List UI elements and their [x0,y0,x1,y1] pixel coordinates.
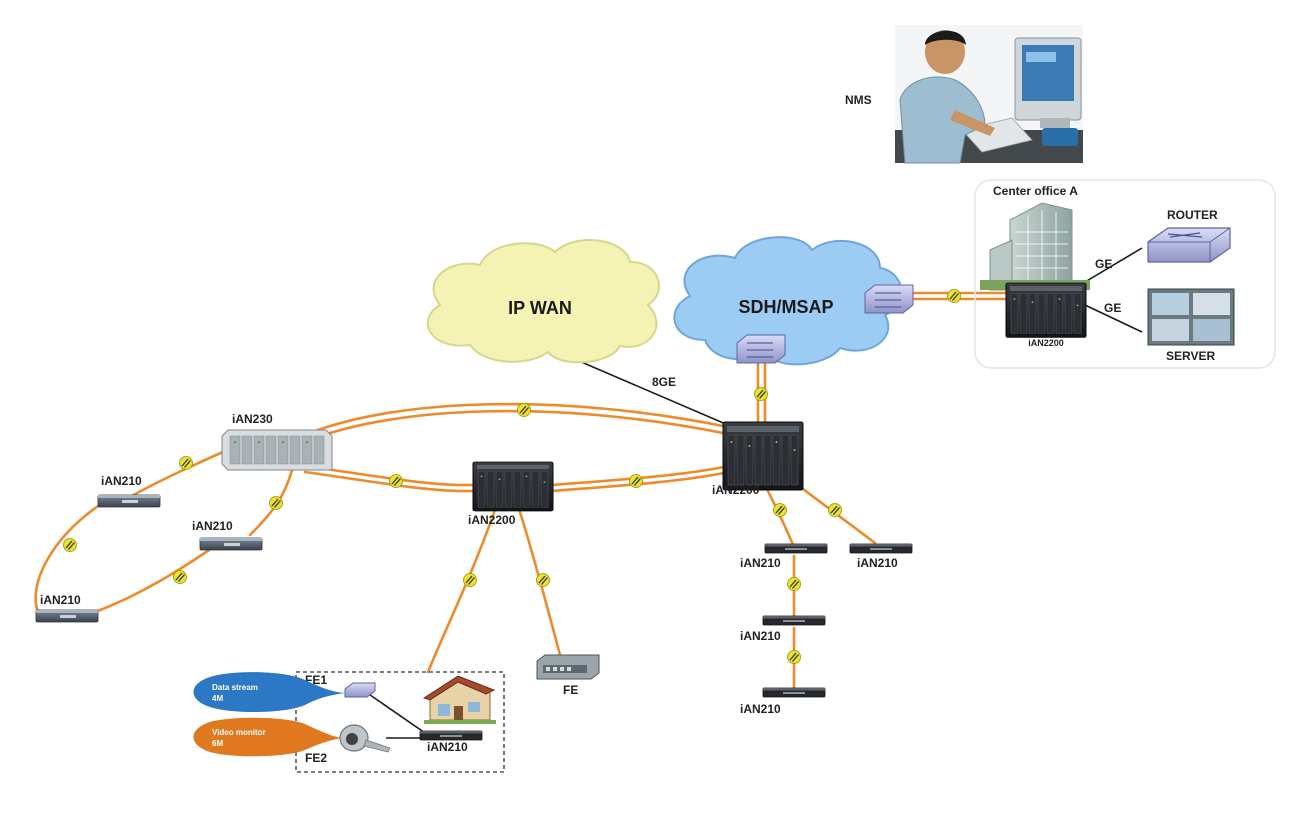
ian210-chain-2-device [762,615,826,626]
office-ge-server-label: GE [1104,301,1121,315]
ian2200-main-label: iAN2200 [712,483,760,497]
house-icon [422,675,496,724]
data-stream-rate: 4M [212,694,223,703]
copper-links [359,247,1143,736]
ian210-left-mid-device [199,537,263,551]
ian210-left-bottom-device [35,609,99,623]
fe2-label: FE2 [305,751,327,765]
router-label: ROUTER [1167,208,1218,222]
office-ian2200-chassis [1005,282,1087,338]
fe-device [536,654,600,680]
ian230-label: iAN230 [232,412,273,426]
msap-switch-right [864,284,914,314]
nms-operator-illustration [895,25,1083,164]
ip-wan-label: IP WAN [508,298,572,318]
wan-uplink-label: 8GE [652,375,676,389]
access-ian210-device [419,730,483,741]
server-monitor-icon [1147,288,1235,346]
access-ian210-label: iAN210 [427,740,468,754]
ian210-chain-1-device [764,543,828,554]
ian210-left-bottom-label: iAN210 [40,593,81,607]
ian210-right-device [849,543,913,554]
video-monitor-bubble: Video monitor 6M [193,717,342,757]
ian210-left-top-label: iAN210 [101,474,142,488]
ian210-chain-3-label: iAN210 [740,702,781,716]
center-office-title: Center office A [993,184,1078,198]
office-ge-router-label: GE [1095,257,1112,271]
ip-wan-cloud: IP WAN [426,239,660,364]
ian210-left-mid-label: iAN210 [192,519,233,533]
ian230-device [221,429,333,471]
ian2200-main-chassis [722,421,804,491]
sdh-msap-cloud: SDH/MSAP [673,236,903,366]
nms-label: NMS [845,93,872,107]
ian2200-mid-label: iAN2200 [468,513,516,527]
ian210-right-label: iAN210 [857,556,898,570]
office-ian2200-label: iAN2200 [1028,338,1064,348]
camera-icon [339,724,391,753]
office-building-illustration [980,202,1090,291]
router-icon [1147,227,1231,263]
ian2200-mid-chassis [472,461,554,512]
ian210-chain-1-label: iAN210 [740,556,781,570]
ian210-chain-3-device [762,687,826,698]
fe1-switch-icon [344,682,376,698]
video-monitor-rate: 6M [212,739,223,748]
video-monitor-label: Video monitor [212,728,266,737]
center-office-panel [974,179,1276,369]
ian210-left-top-device [97,494,161,508]
fe-device-label: FE [563,683,578,697]
data-stream-bubble: Data stream 4M [193,672,345,713]
ian210-chain-2-label: iAN210 [740,629,781,643]
data-stream-label: Data stream [212,683,258,692]
msap-switch-bottom [736,334,786,364]
sdh-msap-label: SDH/MSAP [738,297,833,317]
server-label: SERVER [1166,349,1215,363]
